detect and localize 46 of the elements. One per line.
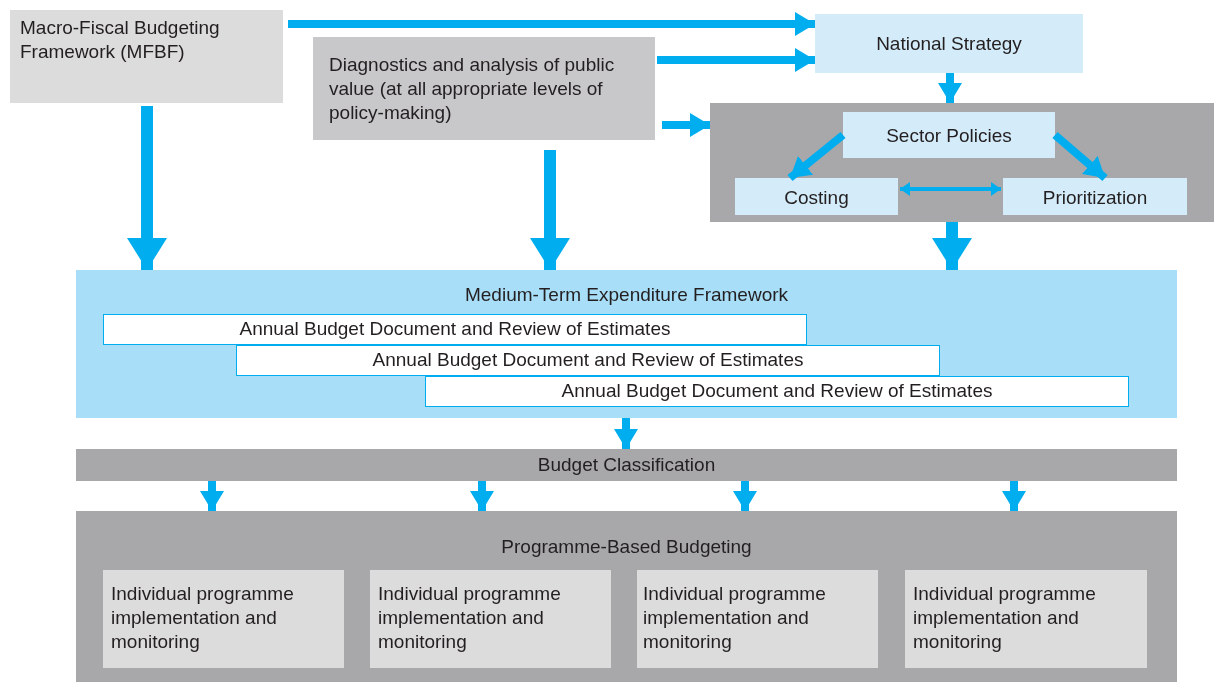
framework-box [10, 10, 283, 103]
box-text: Prioritization [1041, 186, 1149, 210]
box-text: Individual programme implementation and monitoring [643, 582, 827, 654]
classification-bar [76, 449, 1177, 481]
arrow [614, 418, 638, 449]
box-text: Budget Classification [536, 453, 717, 477]
arrow [1052, 131, 1108, 182]
strategy-box [815, 14, 1083, 73]
arrow [932, 222, 972, 270]
arrow [127, 106, 167, 270]
box-text: Programme-Based Budgeting [500, 535, 753, 559]
box-text: Annual Budget Document and Review of Estimates [371, 348, 805, 372]
box-text: Macro-Fiscal Budgeting Framework (MFBF) [20, 16, 221, 64]
programme-box [370, 570, 611, 668]
budgeting-panel [76, 511, 1177, 682]
arrow [200, 481, 224, 511]
analysis-box [313, 37, 655, 140]
programme-box [103, 570, 344, 668]
arrow [530, 150, 570, 270]
box-text: Sector Policies [885, 124, 1013, 148]
policy-box [843, 112, 1055, 158]
framework-panel [76, 270, 1177, 418]
box-text: Medium-Term Expenditure Framework [463, 283, 790, 307]
costing-box [735, 178, 898, 215]
arrow [1002, 481, 1026, 511]
budget-document-bar [425, 376, 1129, 407]
arrow [470, 481, 494, 511]
arrow [787, 131, 846, 182]
prioritization-box [1003, 178, 1187, 215]
policy-panel [710, 103, 1214, 222]
budget-document-bar [236, 345, 940, 376]
budget-document-bar [103, 314, 807, 345]
box-text: Individual programme implementation and monitoring [111, 582, 295, 654]
arrow [900, 182, 1001, 196]
programme-box [637, 570, 878, 668]
arrow [733, 481, 757, 511]
box-text: Annual Budget Document and Review of Estimates [560, 379, 994, 403]
box-text: Costing [783, 186, 850, 210]
programme-box [905, 570, 1147, 668]
box-text: Annual Budget Document and Review of Estimates [238, 317, 672, 341]
arrow [938, 73, 962, 103]
box-text: Diagnostics and analysis of public value (at all appropriate levels of policy-making) [329, 53, 616, 125]
box-text: Individual programme implementation and monitoring [378, 582, 562, 654]
box-text: National Strategy [875, 32, 1023, 56]
arrow [657, 48, 815, 72]
box-text: Individual programme implementation and monitoring [913, 582, 1097, 654]
